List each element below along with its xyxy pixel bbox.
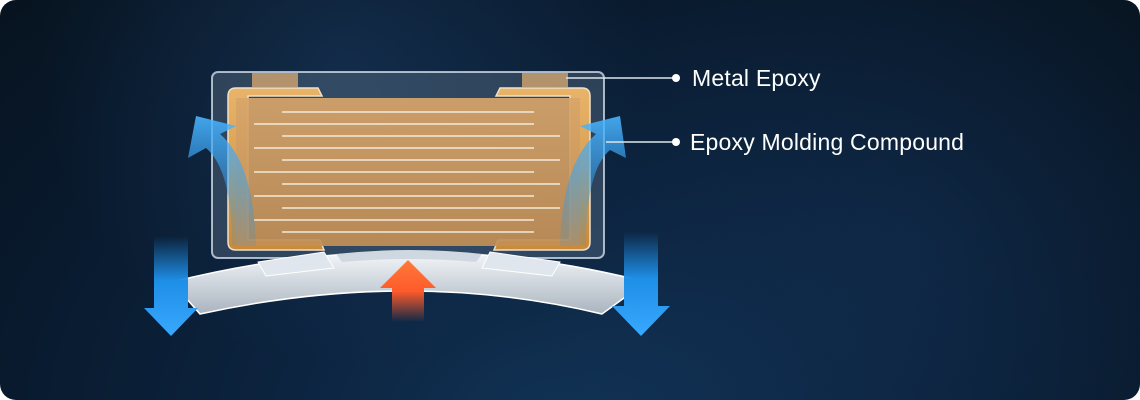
leader-lines (566, 74, 680, 146)
metal-epoxy-label: Metal Epoxy (692, 65, 821, 91)
metal-epoxy-left (252, 73, 298, 87)
metal-epoxy-right (522, 73, 568, 87)
board-pad-right (481, 251, 561, 277)
inner-layers (254, 111, 560, 233)
left-down-arrow (144, 236, 198, 336)
right-down-arrow (612, 232, 670, 336)
board-center-pad (336, 250, 482, 262)
right-curved-arrow (560, 116, 626, 246)
board-pad-left (257, 251, 335, 277)
left-curved-arrow (188, 116, 256, 246)
heat-up-arrow (380, 260, 436, 322)
epoxy-molding-compound-label: Epoxy Molding Compound (690, 129, 965, 155)
